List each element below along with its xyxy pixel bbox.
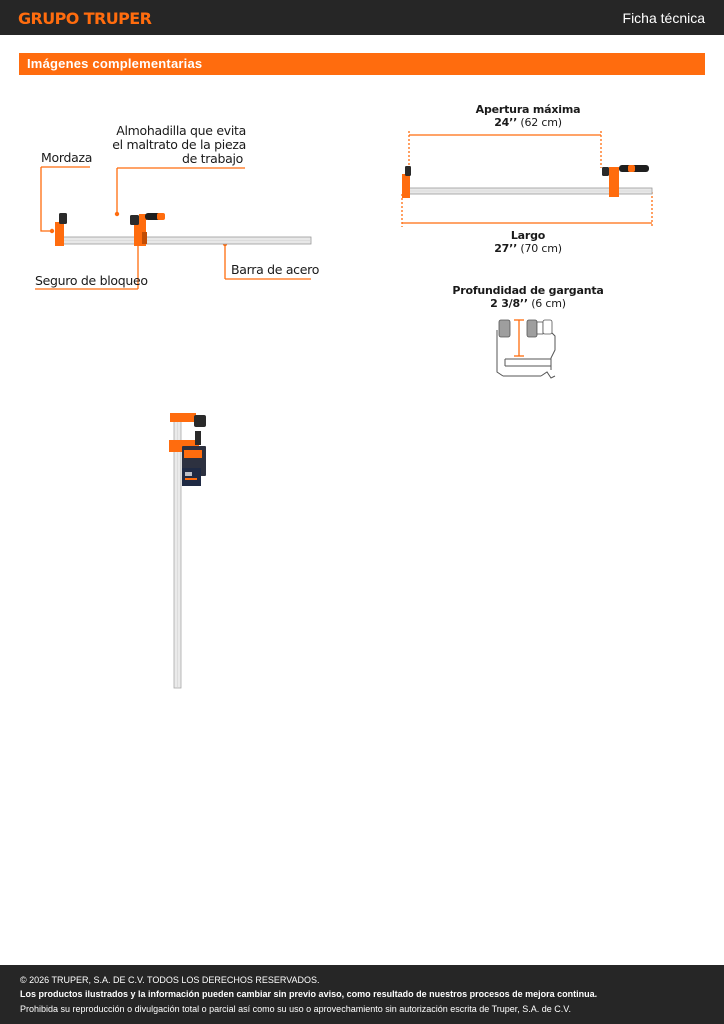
section-title: Imágenes complementarias (27, 56, 203, 71)
garganta-title: Profundidad de garganta (452, 284, 604, 297)
callout-almohadilla-2: el maltrato de la pieza (112, 137, 246, 152)
apertura-label: Apertura máxima (448, 103, 608, 116)
garganta-label: Profundidad de garganta (448, 284, 608, 297)
product-photo-clamp (169, 413, 206, 689)
section-header: Imágenes complementarias (19, 53, 705, 75)
garganta-value: 2 3/8’’ (490, 297, 528, 310)
garganta-metric: (6 cm) (531, 297, 566, 310)
clamp-parts-diagram (35, 166, 312, 290)
footer-copyright: © 2026 TRUPER, S.A. DE C.V. TODOS LOS DE… (20, 975, 320, 985)
garganta-value-row: 2 3/8’’ (6 cm) (448, 297, 608, 310)
apertura-metric: (62 cm) (520, 116, 562, 129)
document-type: Ficha técnica (622, 10, 705, 26)
clamp-dimensions-diagram (401, 131, 653, 379)
apertura-title: Apertura máxima (475, 103, 581, 116)
apertura-value-row: 24’’ (62 cm) (448, 116, 608, 129)
largo-value-row: 27’’ (70 cm) (448, 242, 608, 255)
callout-almohadilla-1: Almohadilla que evita (116, 123, 246, 138)
apertura-value: 24’’ (494, 116, 518, 129)
footer-notice: Los productos ilustrados y la informació… (20, 989, 598, 999)
callout-barra: Barra de acero (231, 262, 320, 277)
callout-almohadilla-3: de trabajo (181, 151, 243, 166)
footer-prohibition: Prohibida su reproducción o divulgación … (20, 1004, 571, 1014)
largo-title: Largo (510, 229, 546, 242)
page-footer: © 2026 TRUPER, S.A. DE C.V. TODOS LOS DE… (0, 965, 724, 1024)
page-header: GRUPO TRUPER Ficha técnica (0, 0, 724, 35)
largo-label: Largo (448, 229, 608, 242)
largo-metric: (70 cm) (520, 242, 562, 255)
callout-mordaza: Mordaza (41, 150, 93, 165)
brand-logo: GRUPO TRUPER (18, 9, 152, 28)
callout-seguro: Seguro de bloqueo (35, 273, 148, 288)
largo-value: 27’’ (494, 242, 518, 255)
